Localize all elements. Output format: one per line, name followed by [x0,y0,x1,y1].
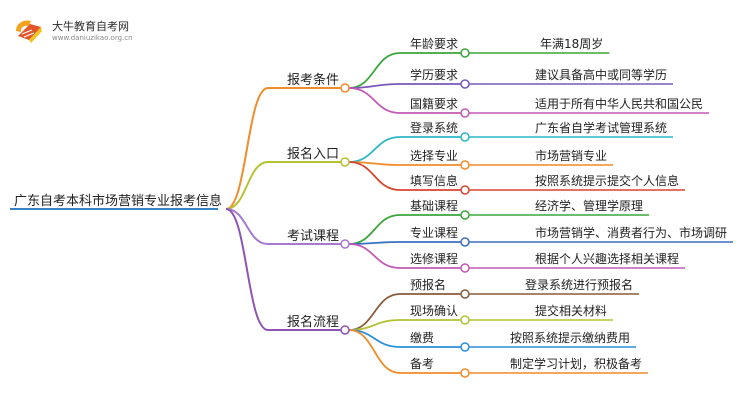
subtopic-label: 基础课程 [410,198,458,213]
subtopic-node-dot [460,48,470,58]
detail-text: 年满18周岁 [540,36,603,51]
subtopic-node-dot [460,315,470,325]
detail-text: 按照系统提示缴纳费用 [510,330,630,345]
branch-topic: 报名流程 [287,314,339,330]
site-logo: 大牛教育自考网 www.daniuzikao.org.cn [14,14,174,48]
logo-title: 大牛教育自考网 [52,20,129,33]
detail-text: 适用于所有中华人民共和国公民 [535,96,703,111]
subtopic-node-dot [460,79,470,89]
subtopic-label: 选修课程 [410,251,458,266]
detail-text: 市场营销专业 [535,148,607,163]
detail-text: 建议具备高中或同等学历 [535,67,667,82]
subtopic-label: 现场确认 [410,304,458,318]
detail-text: 市场营销学、消费者行为、市场调研 [535,225,727,240]
detail-text: 登录系统进行预报名 [525,277,633,292]
subtopic-label: 选择专业 [410,148,458,163]
subtopic-connector [348,161,401,191]
subtopic-label: 年龄要求 [410,37,458,51]
branch-connector [225,161,269,210]
subtopic-node-dot [460,342,470,352]
subtopic-node-dot [460,160,470,170]
subtopic-connector [348,214,401,245]
branch-connector [225,208,269,331]
branch-connector [225,87,269,210]
subtopic-node-dot [460,289,470,299]
branch-node-dot [340,157,350,167]
subtopic-node-dot [460,263,470,273]
subtopic-node-dot [460,237,470,247]
subtopic-connector [348,52,401,89]
detail-text: 制定学习计划，积极备考 [510,356,642,371]
branch-node-dot [340,239,350,249]
detail-text: 经济学、管理学原理 [535,198,643,213]
branch-node-dot [340,83,350,93]
detail-text: 根据个人兴趣选择相关课程 [535,251,679,266]
subtopic-label: 国籍要求 [410,96,458,111]
logo-url: www.daniuzikao.org.cn [52,34,133,42]
branch-topic: 报考条件 [287,72,339,88]
subtopic-label: 学历要求 [410,67,458,82]
subtopic-node-dot [460,132,470,142]
subtopic-connector [348,329,401,374]
connector-layer [10,52,734,374]
subtopic-node-dot [460,210,470,220]
subtopic-label: 备考 [410,357,434,371]
subtopic-connector [348,243,401,269]
detail-text: 按照系统提示提交个人信息 [535,173,679,188]
subtopic-node-dot [460,108,470,118]
branch-node-dot [340,325,350,335]
subtopic-connector [348,87,401,114]
detail-text: 提交相关材料 [535,303,607,318]
root-topic: 广东自考本科市场营销专业报考信息 [14,193,222,209]
subtopic-label: 登录系统 [410,120,458,135]
subtopic-label: 专业课程 [410,225,458,240]
subtopic-node-dot [460,368,470,378]
branch-topic: 报名入口 [287,146,339,162]
detail-text: 广东省自学考试管理系统 [535,120,667,135]
subtopic-node-dot [460,185,470,195]
subtopic-label: 填写信息 [410,173,458,188]
subtopic-label: 预报名 [410,277,446,292]
branch-topic: 考试课程 [287,229,339,244]
subtopic-connector [348,136,401,163]
subtopic-label: 缴费 [410,330,434,345]
branch-connector [225,208,269,245]
logo-mark-icon [16,20,42,43]
subtopic-connector [348,329,401,348]
